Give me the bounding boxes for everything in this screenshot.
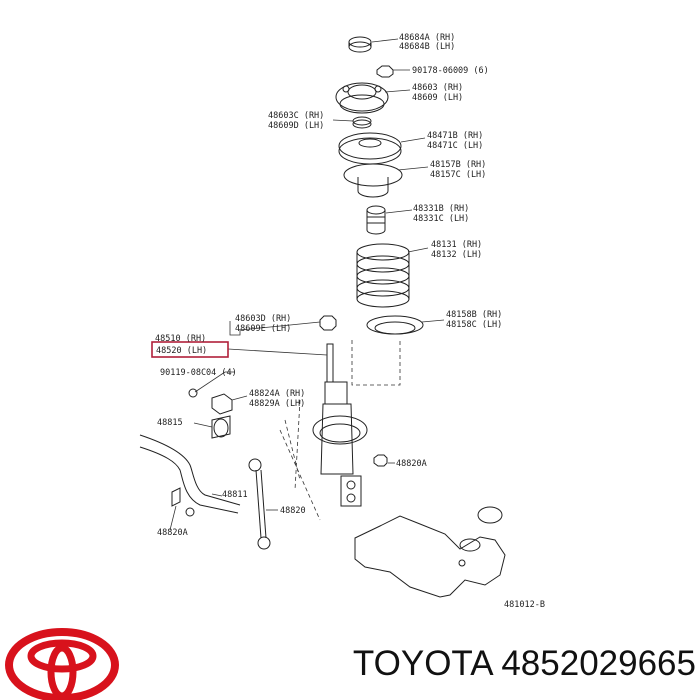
label-48815: 48815: [157, 418, 183, 428]
leader-lines: [169, 38, 445, 531]
label-48684a: 48684A (RH): [399, 33, 455, 43]
toyota-logo: [5, 628, 119, 700]
support-mount-part: [335, 82, 389, 114]
label-48520: 48520 (LH): [156, 346, 207, 356]
label-90119: 90119-08C04 (4): [160, 368, 237, 378]
label-48609: 48609 (LH): [412, 93, 463, 103]
label-48824a: 48824A (RH): [249, 389, 305, 399]
steering-knuckle-part: [354, 506, 506, 598]
label-48471c: 48471C (LH): [427, 141, 483, 151]
bushing-part: [211, 415, 231, 439]
guide-dash-lines: [279, 399, 321, 521]
upper-insulator-part: [338, 132, 402, 165]
spring-seat-part: [343, 163, 403, 198]
label-48820a-left: 48820A: [157, 528, 188, 538]
stabilizer-bar-part: [139, 434, 241, 514]
bushing-bracket-part: [211, 393, 233, 415]
highlight-box: [151, 341, 229, 358]
label-48684b: 48684B (LH): [399, 42, 455, 52]
label-48603c: 48603C (RH): [268, 111, 324, 121]
bushing-bracket-small-part: [171, 487, 195, 517]
label-48331b: 48331B (RH): [413, 204, 469, 214]
label-48603: 48603 (RH): [412, 83, 463, 93]
label-48157c: 48157C (LH): [430, 170, 486, 180]
label-48158b: 48158B (RH): [446, 310, 502, 320]
label-48510: 48510 (RH): [155, 334, 206, 344]
label-48609e: 48609E (LH): [235, 324, 291, 334]
bump-stopper-part: [366, 205, 386, 235]
assembly-dash-line: [351, 340, 401, 386]
label-48471b: 48471B (RH): [427, 131, 483, 141]
label-48829a: 48829A (LH): [249, 399, 305, 409]
label-48811: 48811: [222, 490, 248, 500]
label-48132: 48132 (LH): [431, 250, 482, 260]
label-diagram-code: 481012-B: [504, 600, 545, 610]
upper-cap-part: [348, 36, 372, 53]
label-48603d: 48603D (RH): [235, 314, 291, 324]
label-48331c: 48331C (LH): [413, 214, 469, 224]
brand-part-number: TOYOTA 4852029665: [352, 644, 696, 683]
label-48158c: 48158C (LH): [446, 320, 502, 330]
shock-absorber-part: [312, 343, 368, 507]
strut-nut-part: [319, 315, 337, 331]
nut-part: [376, 65, 394, 78]
lower-insulator-part: [366, 315, 424, 335]
label-48820: 48820: [280, 506, 306, 516]
stabilizer-link-part: [248, 458, 271, 550]
label-48609d: 48609D (LH): [268, 121, 324, 131]
label-48157b: 48157B (RH): [430, 160, 486, 170]
label-48131: 48131 (RH): [431, 240, 482, 250]
bolt-part: [188, 388, 198, 398]
bearing-part: [352, 116, 372, 129]
bracket-nut-part: [373, 454, 388, 467]
label-48820a-right: 48820A: [396, 459, 427, 469]
label-90178: 90178-06009 (6): [412, 66, 489, 76]
coil-spring-part: [356, 243, 410, 308]
